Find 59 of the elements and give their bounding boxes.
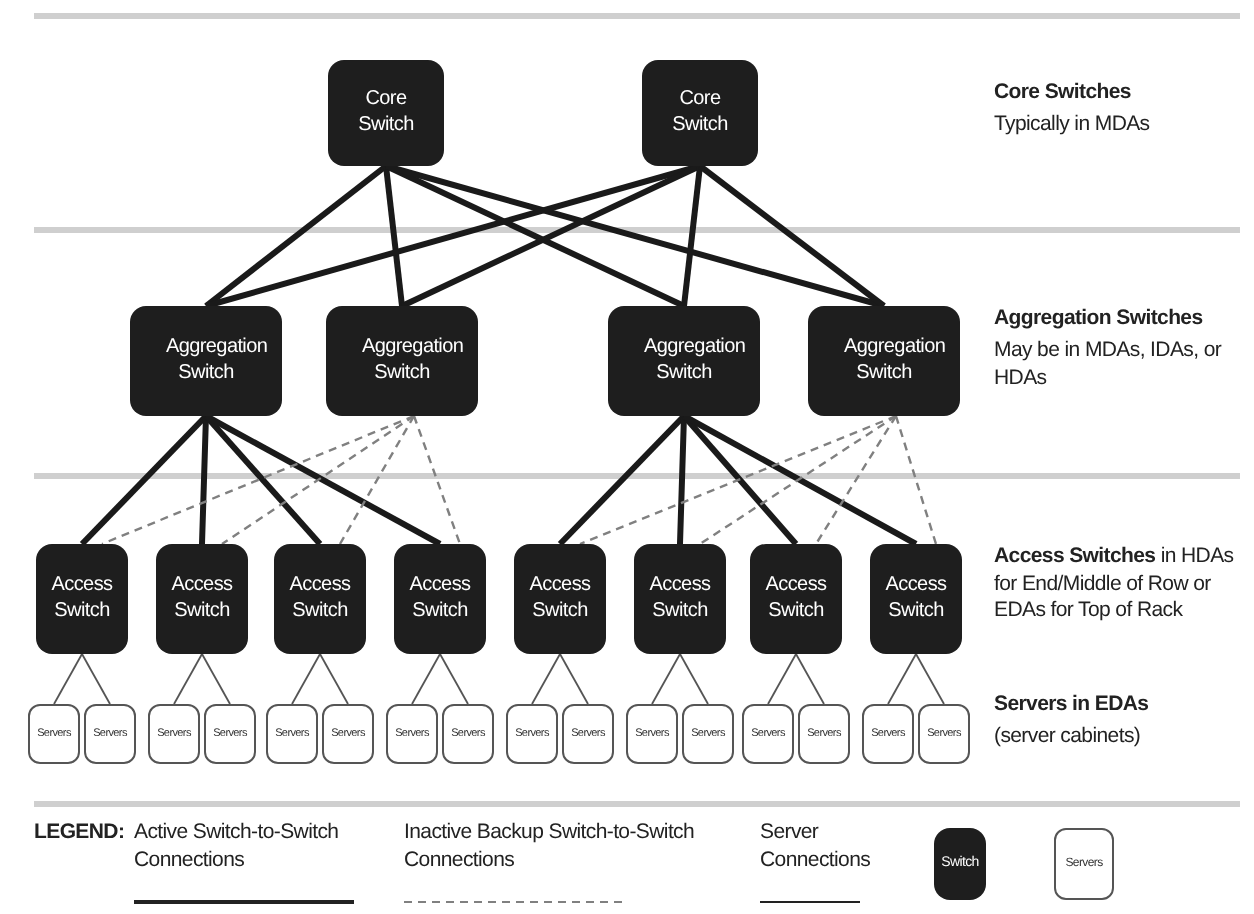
switch-box: Access Switch xyxy=(36,544,128,654)
switch-box: Aggregation Switch xyxy=(608,306,760,416)
connection-line xyxy=(682,413,918,547)
backup-connection-line xyxy=(412,415,462,545)
connection-line xyxy=(887,653,917,705)
switch-box: Access Switch xyxy=(514,544,606,654)
tier-note: (server cabinets) xyxy=(994,724,1141,752)
connection-line xyxy=(53,653,83,705)
connection-line xyxy=(411,653,441,705)
switch-box: Access Switch xyxy=(634,544,726,654)
switch-box: Aggregation Switch xyxy=(130,306,282,416)
switch-box: Access Switch xyxy=(394,544,486,654)
switch-box: Aggregation Switch xyxy=(808,306,960,416)
connection-line xyxy=(201,653,231,705)
connection-line xyxy=(173,653,203,705)
legend-text: Active Switch-to-Switch Connections xyxy=(134,820,341,875)
connection-line xyxy=(651,653,681,705)
backup-connection-line xyxy=(579,414,897,546)
backup-connection-line xyxy=(894,415,938,545)
backup-connection-line xyxy=(699,415,897,545)
connection-line xyxy=(319,653,349,705)
backup-connection-line xyxy=(101,414,415,546)
backup-connection-line xyxy=(338,415,416,545)
tier-note: May be in MDAs, IDAs, or HDAs xyxy=(994,338,1224,393)
connection-line xyxy=(698,163,886,309)
connection-line xyxy=(204,163,388,309)
connection-line xyxy=(291,653,321,705)
tier-description: Access Switches in HDAs for End/Middle of Row or EDAs for Top of Rack xyxy=(994,544,1236,626)
tier-heading: Aggregation Switches xyxy=(994,306,1203,334)
connection-line xyxy=(677,415,687,545)
backup-connection-line xyxy=(815,415,897,545)
connection-line xyxy=(795,653,825,705)
switch-box: Core Switch xyxy=(642,60,758,166)
legend-text: Server Connections xyxy=(760,820,873,875)
connection-line xyxy=(383,165,405,307)
tier-heading: Servers in EDAs xyxy=(994,692,1149,720)
connection-line xyxy=(559,653,589,705)
connection-line xyxy=(915,653,945,705)
switch-box: Access Switch xyxy=(274,544,366,654)
tier-note: Typically in MDAs xyxy=(994,112,1150,140)
switch-box: Core Switch xyxy=(328,60,444,166)
switch-box: Access Switch xyxy=(156,544,248,654)
switch-box: Access Switch xyxy=(750,544,842,654)
connection-line xyxy=(767,653,797,705)
tier-heading: Core Switches xyxy=(994,80,1131,108)
connection-line xyxy=(679,653,709,705)
connection-line xyxy=(79,413,209,547)
switch-box: Aggregation Switch xyxy=(326,306,478,416)
connection-line xyxy=(557,413,687,547)
legend-text: Inactive Backup Switch-to-Switch Connections xyxy=(404,820,697,875)
switch-box: Access Switch xyxy=(870,544,962,654)
connection-line xyxy=(199,415,209,545)
connection-line xyxy=(531,653,561,705)
connection-line xyxy=(681,165,703,307)
legend-heading: LEGEND: xyxy=(34,820,125,848)
connection-line xyxy=(439,653,469,705)
connection-line xyxy=(204,413,442,547)
connection-line xyxy=(81,653,111,705)
backup-connection-line xyxy=(221,415,415,545)
